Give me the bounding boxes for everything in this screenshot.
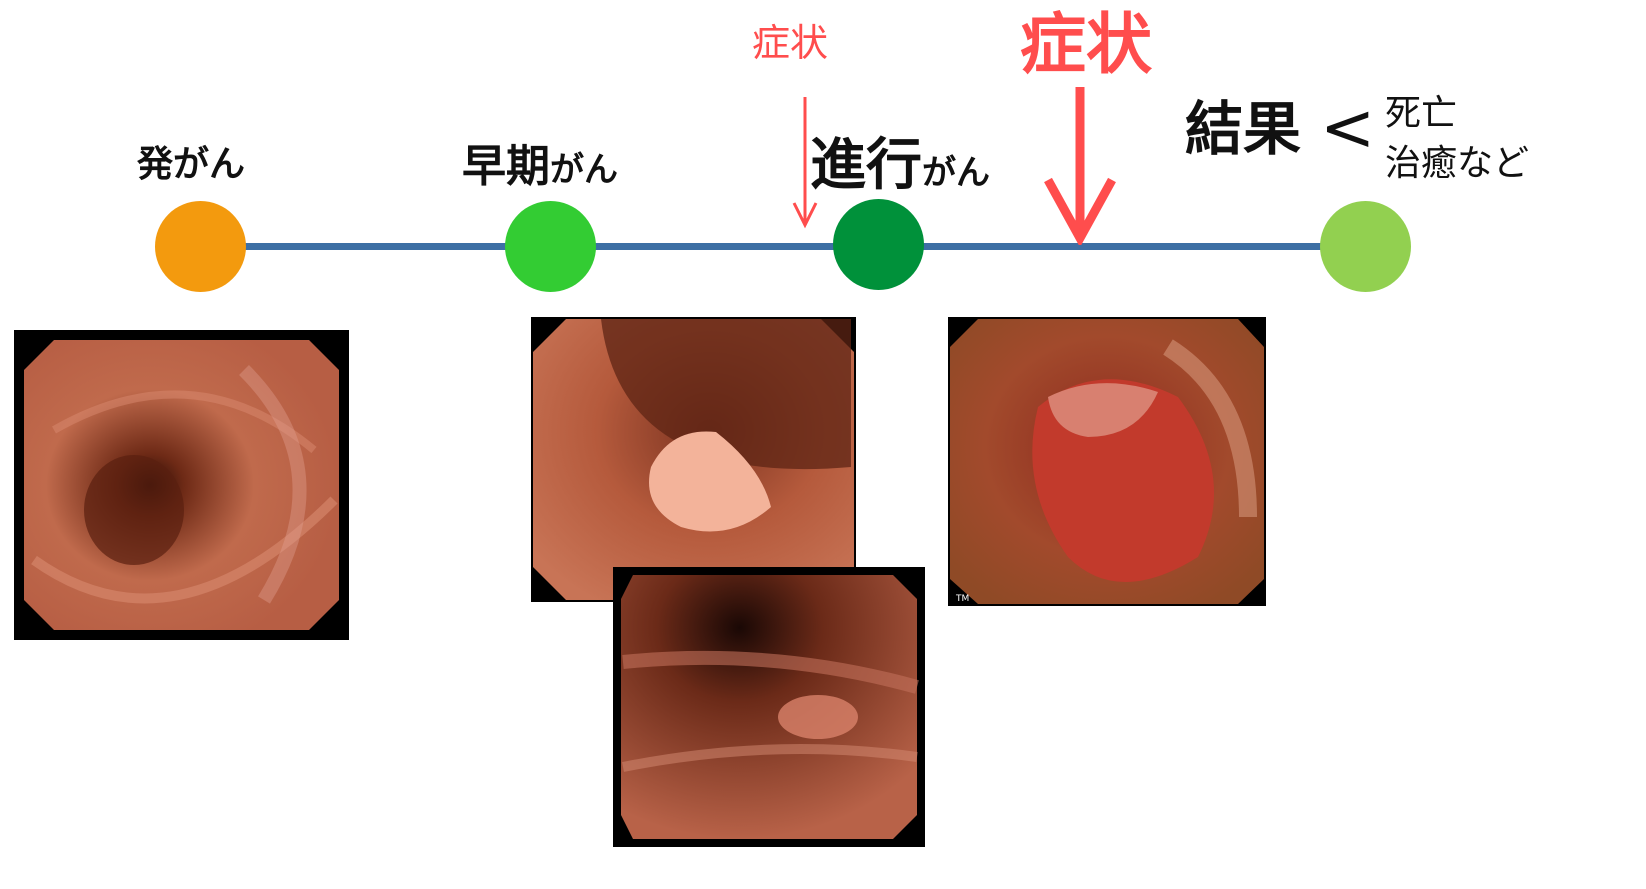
endoscopy-photo-normal [14,330,349,640]
stage-node-onset [155,201,246,292]
stage-label-onset: 発がん [137,147,245,183]
symptom-large-arrow [1040,85,1120,245]
symptom-large-text: 症状 [1020,6,1152,83]
symptom-large-label: 症状 [1020,12,1152,78]
outcome-line1: 死亡 [1385,96,1457,132]
stage-node-outcome [1320,201,1411,292]
outcome-less-than-glyph: < [1320,89,1375,166]
symptom-small-label: 症状 [752,24,828,62]
stage-node-early [505,201,596,292]
stage-label-early-suffix: がん [550,150,618,190]
endoscopy-photo-early-polyp [531,317,856,602]
stage-node-advanced [833,199,924,290]
endoscopy-photo-advanced: TM [948,317,1266,606]
stage-label-advanced-suffix: がん [922,153,990,193]
endoscopy-photo-early-flat [613,567,925,847]
stage-label-outcome: 結果 [1185,100,1301,158]
symptom-small-text: 症状 [752,21,828,65]
timeline-line [200,243,1365,250]
stage-label-onset-text: 発がん [137,144,245,185]
stage-label-early: 早期がん [462,145,618,189]
outcome-line2-text: 治癒など [1385,143,1529,184]
tm-mark: TM [956,595,969,604]
stage-label-outcome-main: 結果 [1185,95,1301,163]
stage-label-advanced: 進行がん [810,138,990,194]
outcome-line1-text: 死亡 [1385,93,1457,134]
stage-label-early-main: 早期 [462,141,550,192]
stage-label-advanced-main: 進行 [810,133,922,198]
outcome-line2: 治癒など [1385,146,1529,182]
tm-mark-text: TM [956,594,969,604]
symptom-small-arrow [790,95,820,230]
outcome-less-than: < [1320,95,1375,161]
